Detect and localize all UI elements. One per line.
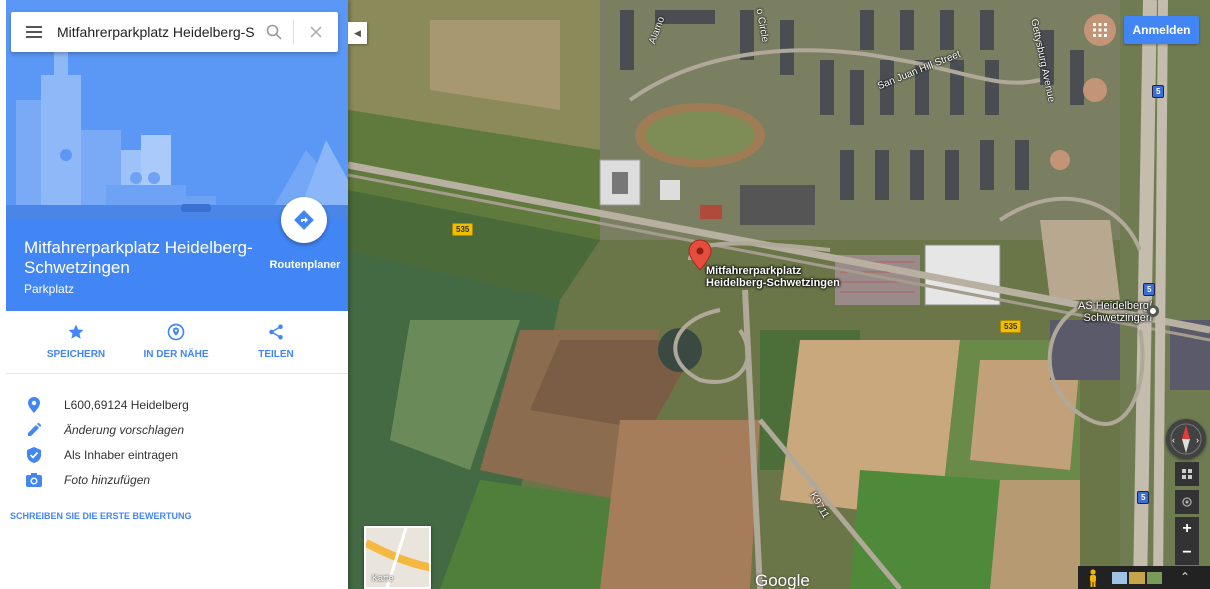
place-category[interactable]: Parkplatz [24,282,75,296]
save-label: SPEICHERN [46,349,106,360]
junction-label[interactable]: AS Heidelberg/ Schwetzingen [1078,300,1152,324]
save-button[interactable]: SPEICHERN [21,320,131,360]
pencil-icon [28,423,41,436]
road-shield-535: 535 [452,223,474,236]
junction-marker-icon[interactable] [1147,305,1159,317]
marker-label-line2: Heidelberg-Schwetzingen [706,277,840,289]
directions-label[interactable]: Routenplaner [269,259,341,271]
pegman-icon[interactable] [1086,569,1100,587]
place-panel: Mitfahrerparkplatz Heidelberg-Schwetzing… [0,0,348,589]
layer-thumb-satellite[interactable] [1146,572,1162,584]
svg-text:‹: ‹ [1172,435,1175,445]
info-row-address[interactable]: L600,69124 Heidelberg [24,395,189,415]
google-logo: Google [755,571,810,589]
minus-icon: − [1182,544,1192,561]
info-row-suggest-edit[interactable]: Änderung vorschlagen [24,420,184,440]
action-row: SPEICHERN IN DER NÄHE TEILEN [6,320,348,372]
claim-business-text: Als Inhaber eintragen [64,448,179,462]
nearby-button[interactable]: IN DER NÄHE [121,320,231,360]
minimap-label: Karte [372,573,394,583]
marker-label[interactable]: Mitfahrerparkplatz Heidelberg-Schwetzing… [706,265,840,289]
tilt-grid-button[interactable] [1175,462,1199,486]
minimap-preview [366,528,429,587]
place-title: Mitfahrerparkplatz Heidelberg-Schwetzing… [24,238,253,277]
nearby-icon [167,323,185,341]
suggest-edit-text: Änderung vorschlagen [64,423,185,437]
section-divider [6,373,348,374]
share-label: TEILEN [258,349,294,360]
zoom-out-button[interactable]: − [1175,541,1199,565]
layer-thumb-transit[interactable] [1112,572,1128,584]
svg-text:›: › [1196,435,1199,445]
map-type-toggle[interactable]: Karte [364,526,431,589]
search-box [11,12,338,52]
address-text: L600,69124 Heidelberg [64,398,189,412]
nearby-label: IN DER NÄHE [143,349,209,360]
collapse-panel-button[interactable]: ◀ [348,22,367,44]
directions-button[interactable] [281,197,327,243]
place-marker[interactable] [688,239,712,271]
road-shield-5: 5 [1137,491,1150,504]
camera-icon [26,473,42,487]
road-shield-535: 535 [1000,320,1022,333]
junction-label-line2: Schwetzingen [1083,312,1153,324]
star-icon [68,324,84,339]
road-shield-5: 5 [1143,283,1156,296]
plus-icon: + [1182,520,1192,537]
my-location-icon [1182,497,1192,507]
marker-label-line1: Mitfahrerparkplatz [706,265,802,277]
layer-thumbnails[interactable] [1112,572,1162,584]
share-icon [269,324,283,340]
search-icon[interactable] [255,12,293,52]
road-shield-5: 5 [1152,85,1165,98]
compass-control[interactable]: ‹ › [1166,419,1206,459]
write-review-link[interactable]: SCHREIBEN SIE DIE ERSTE BEWERTUNG [10,511,192,521]
location-pin-icon [28,397,40,413]
menu-icon[interactable] [11,12,57,52]
compass-icon: ‹ › [1170,423,1202,455]
info-row-add-photo[interactable]: Foto hinzufügen [24,470,150,490]
directions-icon [294,210,314,230]
expand-up-icon[interactable]: ⌃ [1180,570,1191,584]
share-button[interactable]: TEILEN [221,320,331,360]
info-row-claim-business[interactable]: Als Inhaber eintragen [24,445,178,465]
chevron-left-icon: ◀ [354,27,361,38]
layer-thumb-terrain[interactable] [1129,572,1145,584]
search-input[interactable] [57,24,255,40]
my-location-button[interactable] [1175,490,1199,514]
search-divider [293,20,294,44]
apps-grid-icon[interactable] [1090,20,1110,40]
close-icon[interactable] [294,12,338,52]
junction-label-line1: AS Heidelberg/ [1078,300,1152,312]
verified-shield-icon [27,447,41,463]
zoom-in-button[interactable]: + [1175,517,1199,541]
add-photo-text: Foto hinzufügen [64,473,151,487]
grid-icon [1182,469,1192,479]
sign-in-button[interactable]: Anmelden [1124,16,1199,44]
